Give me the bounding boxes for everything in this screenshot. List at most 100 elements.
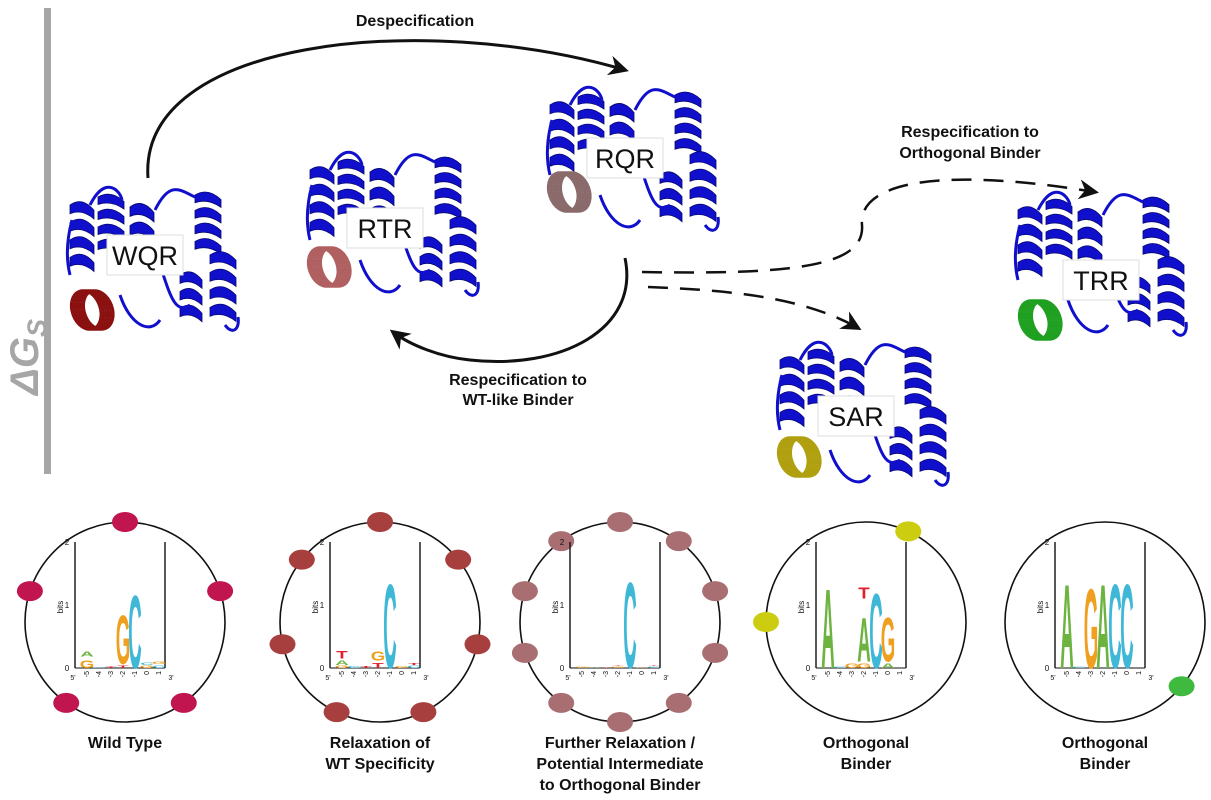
logo-letter-G: G: [575, 666, 590, 668]
logo-position-label: 1: [411, 671, 418, 675]
logo-position-label: -4: [1076, 671, 1083, 677]
helix-segment: [839, 358, 865, 378]
helix-segment: [369, 168, 395, 188]
helix-segment: [674, 107, 702, 124]
helix-segment: [1077, 226, 1103, 247]
binding-site-dot: [323, 702, 350, 723]
logo-letter-G: G: [1084, 566, 1099, 693]
logo-letter-C: C: [128, 573, 141, 690]
energy-axis-label: ΔGS: [3, 319, 52, 397]
helix-segment: [369, 186, 395, 207]
logo-letter-C: C: [140, 662, 154, 666]
logo-letter-G: G: [152, 661, 167, 665]
helix-segment: [889, 443, 913, 461]
logo-position-label: -2: [1100, 671, 1107, 677]
logo-letter-T: T: [360, 666, 371, 669]
protein-rqr: RQR: [545, 85, 720, 232]
protein-rqr-label-box: [586, 137, 664, 179]
helix-segment: [919, 406, 947, 425]
logo-letter-T: T: [117, 665, 129, 669]
loop-segments: [798, 340, 906, 484]
helix-segment: [689, 203, 717, 223]
logo-letter-C: C: [869, 572, 882, 692]
logo-3prime: 3': [168, 675, 173, 682]
protein-wqr: WQR: [65, 185, 240, 332]
protein-wqr-label: WQR: [112, 241, 178, 271]
binding-site-dot: [53, 692, 80, 713]
helix-segment: [1045, 198, 1073, 215]
protein-trr-helix: [1017, 299, 1063, 341]
logo-position-label: 0: [399, 671, 406, 675]
logo-letter-T: T: [105, 666, 116, 668]
logo-letter-A: A: [821, 566, 834, 693]
loop-segments: [1013, 224, 1188, 337]
helix-segment: [1142, 227, 1170, 245]
logo-letter-G: G: [395, 666, 409, 669]
logo-caption: Potential Intermediate: [536, 756, 703, 773]
helix-segment: [449, 268, 477, 288]
binding-site-dot: [207, 581, 234, 602]
logo-letter-T: T: [600, 667, 611, 668]
helix-segment: [449, 251, 477, 270]
logo-position-label: 1: [651, 671, 658, 675]
transition-arrows: [146, 39, 1099, 363]
logo-letter-C: C: [1072, 666, 1086, 668]
helix-segment: [807, 363, 835, 380]
protein-rtr-label-box: [346, 207, 424, 249]
logo-letter-T: T: [408, 663, 419, 666]
logo-letter-C: C: [383, 560, 396, 694]
helix-segment: [1017, 258, 1043, 278]
helix-segment: [889, 426, 913, 445]
logo-5prime: 5': [325, 675, 330, 682]
logo-position-label: -3: [603, 671, 610, 677]
helix-segment: [337, 188, 365, 205]
binding-site-dot: [607, 512, 633, 532]
arrow-despecification: [146, 39, 629, 179]
logo-position-label: 0: [639, 671, 646, 675]
logo-position-label: 0: [885, 671, 892, 675]
recognition-helix-coil: [559, 171, 592, 213]
helix-segment: [309, 201, 335, 220]
arrow-respecification-orthogonal: [641, 178, 1099, 274]
logo-5prime: 5': [1050, 675, 1055, 682]
logo-caption: Orthogonal: [823, 735, 909, 752]
helix-segment: [904, 346, 932, 364]
proteins-group: WQR RTR RQR TRR SAR: [65, 85, 1188, 487]
logo-position-label: 0: [144, 671, 151, 675]
logo-y-tick: 0: [1045, 664, 1050, 673]
logo-y-tick: 2: [65, 538, 70, 547]
helix-segment: [674, 91, 702, 109]
helix-segment: [779, 408, 805, 428]
logo-position-label: -1: [873, 671, 880, 677]
helix-segment: [1157, 308, 1185, 328]
protein-rtr: RTR: [305, 150, 480, 297]
logo-3prime: 3': [423, 675, 428, 682]
logo-y-tick: 2: [1045, 538, 1050, 547]
binding-site-dot: [753, 612, 779, 632]
label-respec-orth-line1: Respecification to: [901, 124, 1039, 141]
logo-5prime: 5': [70, 675, 75, 682]
helix-segment: [1045, 243, 1073, 260]
helix-segment: [419, 253, 443, 271]
helix-segment: [919, 441, 947, 460]
helix-segment: [309, 183, 335, 203]
helix-segment: [209, 251, 237, 270]
label-respec-orth-line2: Orthogonal Binder: [899, 145, 1040, 162]
binding-site-dot: [511, 581, 538, 602]
helix-segment: [549, 153, 575, 173]
logo-y-tick: 0: [320, 664, 325, 673]
helix-segment: [434, 156, 462, 174]
helix-segment: [1017, 206, 1043, 225]
logo-letter-C: C: [833, 666, 847, 668]
logo-y-tick: 1: [560, 601, 565, 610]
binding-site-dot: [170, 692, 197, 713]
logo-position-label: 1: [897, 671, 904, 675]
logo-position-label: -4: [837, 671, 844, 677]
logo-letter-A: A: [857, 605, 870, 676]
helix-segment: [1157, 291, 1185, 310]
logo-position-label: -1: [387, 671, 394, 677]
helix-segment: [209, 286, 237, 305]
helix-segment: [1045, 228, 1073, 245]
label-despecification: Despecification: [356, 13, 474, 30]
logo-letter-T: T: [648, 665, 659, 666]
